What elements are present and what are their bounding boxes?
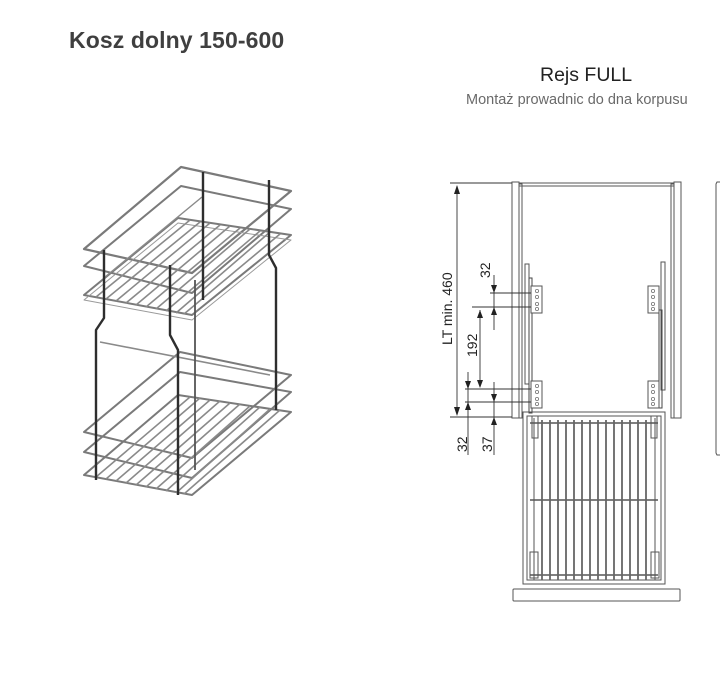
dim-bottom-offset-1: 32 [454, 436, 470, 452]
drawing-model-name: Rejs FULL [540, 64, 633, 86]
drawing-caption: Montaż prowadnic do dna korpusu [466, 92, 688, 108]
dim-bottom-offset-2: 37 [479, 436, 495, 452]
dim-cabinet-height: LT min. 460 [439, 272, 455, 345]
dim-top-offset: 32 [477, 262, 493, 278]
dim-bracket-spacing: 192 [464, 333, 480, 357]
product-title: Kosz dolny 150-600 [69, 27, 285, 53]
